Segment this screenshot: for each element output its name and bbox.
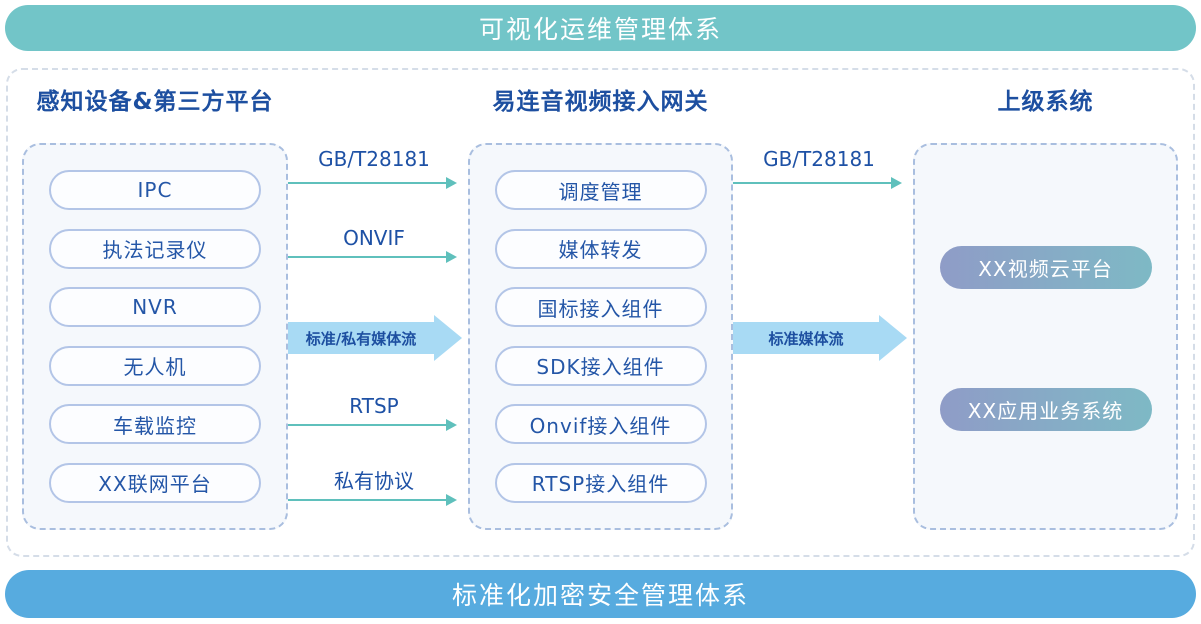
node-onvif-access: Onvif接入组件 (494, 404, 707, 445)
arrow-line (288, 256, 446, 258)
top-banner-label: 可视化运维管理体系 (478, 15, 722, 44)
node-media-forward: 媒体转发 (494, 228, 707, 269)
node-body-camera: 执法记录仪 (49, 228, 261, 269)
node-app-business: XX应用业务系统 (939, 388, 1152, 431)
flow-thick-media-stream-right: 标准媒体流 (733, 322, 879, 354)
node-drone: 无人机 (49, 345, 261, 386)
thick-arrowhead-icon (434, 315, 462, 361)
arrow-line (733, 182, 891, 184)
gateway-group-box: 调度管理 媒体转发 国标接入组件 SDK接入组件 Onvif接入组件 RTSP接… (468, 143, 733, 530)
arrowhead-icon (446, 177, 457, 189)
node-dispatch-mgmt: 调度管理 (494, 170, 707, 210)
node-vehicle-monitor: 车载监控 (49, 404, 261, 445)
node-rtsp-access: RTSP接入组件 (494, 462, 707, 503)
arrow-line (288, 424, 446, 426)
bottom-banner: 标准化加密安全管理体系 (5, 570, 1196, 618)
flow-label-private-protocol: 私有协议 (334, 469, 414, 493)
upper-group-box: XX视频云平台 XX应用业务系统 (913, 143, 1178, 530)
flow-label-gbt28181-right: GB/T28181 (763, 147, 875, 171)
upper-column-title: 上级系统 (997, 89, 1094, 115)
arrowhead-icon (446, 251, 457, 263)
arrow-line (288, 499, 446, 501)
bottom-banner-label: 标准化加密安全管理体系 (451, 581, 749, 610)
node-sdk-access: SDK接入组件 (494, 345, 707, 386)
thick-arrowhead-icon (879, 315, 907, 361)
node-video-cloud: XX视频云平台 (939, 246, 1152, 289)
gateway-column-title: 易连音视频接入网关 (492, 89, 709, 115)
node-nvr: NVR (49, 287, 261, 328)
devices-group-box: IPC 执法记录仪 NVR 无人机 车载监控 XX联网平台 (22, 143, 288, 530)
flow-label-rtsp: RTSP (349, 394, 399, 418)
arrowhead-icon (891, 177, 902, 189)
node-gb-access: 国标接入组件 (494, 287, 707, 328)
devices-list: IPC 执法记录仪 NVR 无人机 车载监控 XX联网平台 (24, 145, 286, 528)
arrowhead-icon (446, 494, 457, 506)
flow-thick-media-stream-left: 标准/私有媒体流 (288, 322, 434, 354)
gateway-list: 调度管理 媒体转发 国标接入组件 SDK接入组件 Onvif接入组件 RTSP接… (470, 145, 731, 528)
devices-column-title: 感知设备&第三方平台 (36, 89, 274, 115)
flow-label-gbt28181-left: GB/T28181 (318, 147, 430, 171)
flow-label-onvif: ONVIF (343, 226, 405, 250)
top-banner: 可视化运维管理体系 (5, 5, 1196, 51)
arrowhead-icon (446, 419, 457, 431)
node-ipc: IPC (49, 170, 261, 210)
node-network-platform: XX联网平台 (49, 462, 261, 503)
arrow-line (288, 182, 446, 184)
